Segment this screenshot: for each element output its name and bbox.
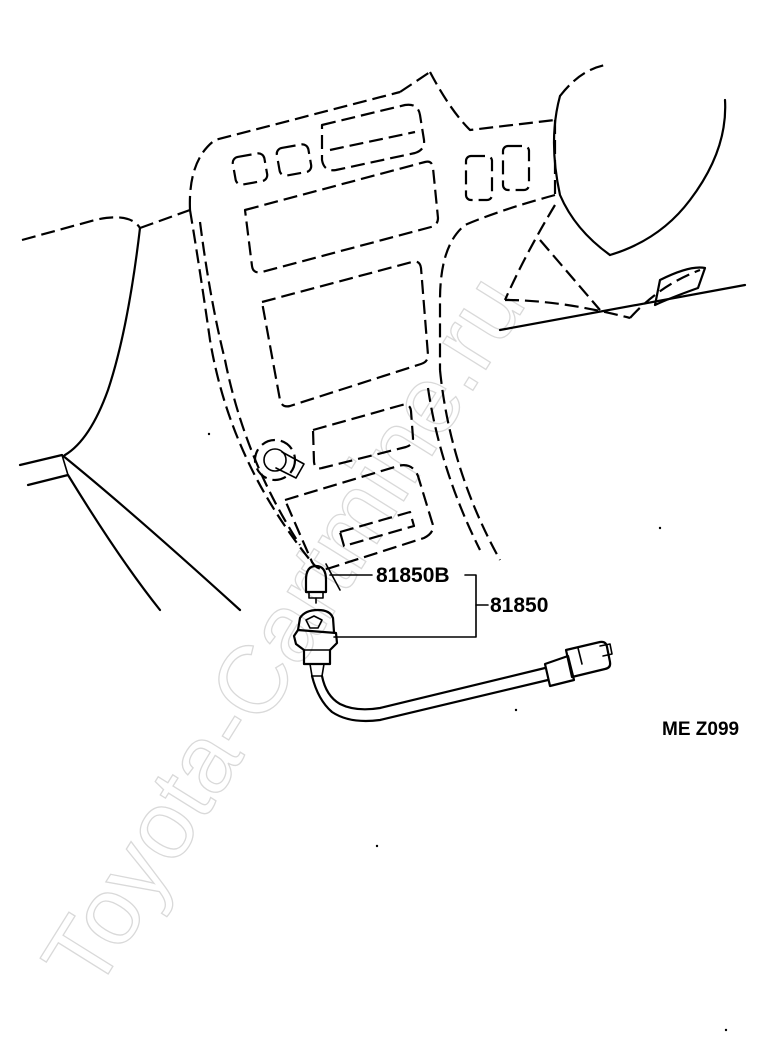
round-knob bbox=[253, 438, 305, 482]
diagram-code-label: ME Z099 bbox=[662, 719, 739, 740]
small-switches-left bbox=[231, 143, 313, 186]
upper-panel-outline bbox=[243, 160, 440, 274]
console-tray-outline bbox=[283, 464, 435, 591]
socket-harness-81850-icon bbox=[292, 608, 613, 723]
dashboard-right-outline bbox=[498, 63, 747, 332]
scan-specks bbox=[207, 432, 728, 1032]
watermark-text: Toyota-Cartmine.ru bbox=[22, 257, 545, 1006]
callout-leaders bbox=[329, 574, 489, 638]
part-label-81850B: 81850B bbox=[376, 564, 450, 587]
dashboard-left-outline bbox=[18, 216, 242, 612]
center-console-outline bbox=[139, 71, 557, 561]
small-switches-right bbox=[464, 144, 531, 202]
lower-panel-outline bbox=[260, 260, 430, 408]
top-vent-outline bbox=[320, 103, 426, 172]
part-label-81850: 81850 bbox=[490, 594, 548, 617]
bulb-81850B-icon bbox=[304, 564, 328, 604]
